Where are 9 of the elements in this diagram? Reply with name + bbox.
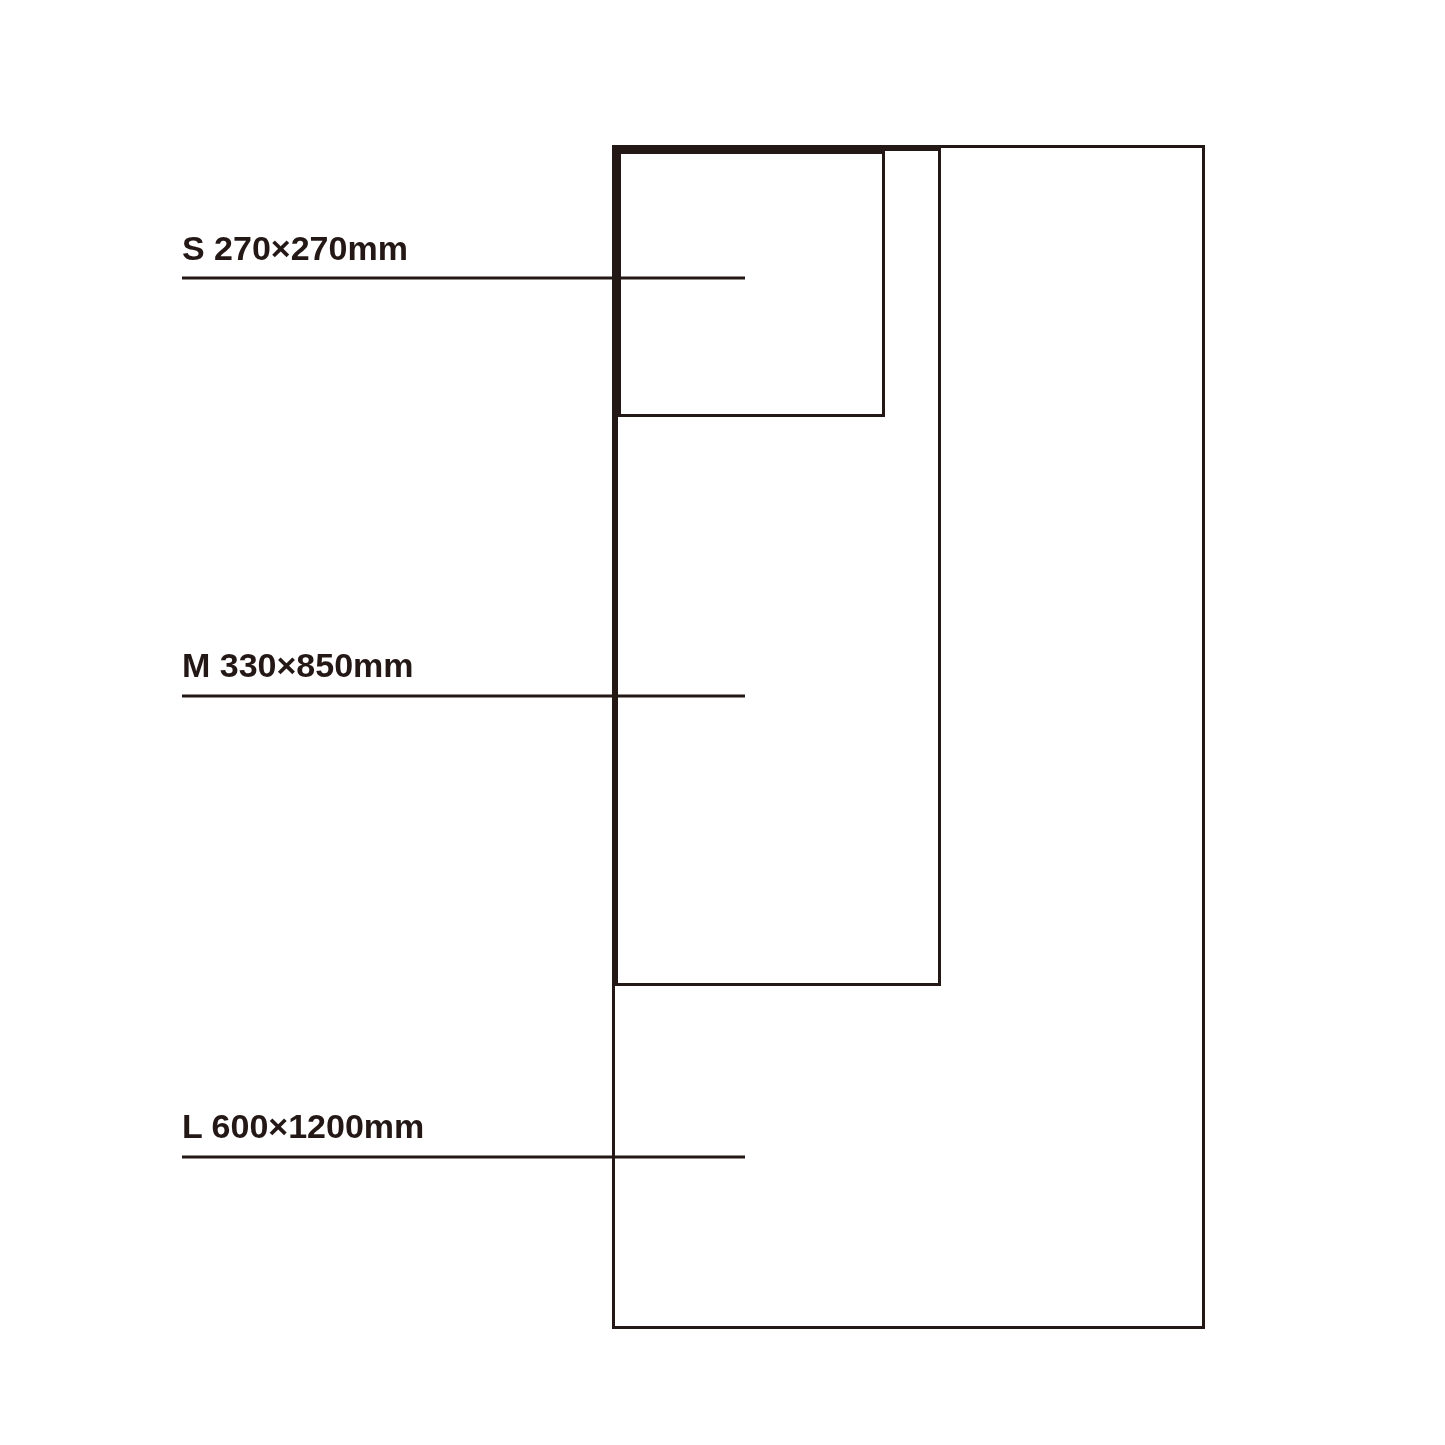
- leader-line: [182, 1155, 745, 1159]
- size-label: M 330×850mm: [182, 645, 414, 685]
- size-outline: [615, 148, 941, 986]
- size-outline: [612, 145, 1205, 1329]
- leader-line: [182, 694, 745, 698]
- size-outline: [618, 151, 885, 417]
- size-label: S 270×270mm: [182, 228, 408, 268]
- size-label: L 600×1200mm: [182, 1106, 425, 1146]
- leader-line: [182, 276, 745, 280]
